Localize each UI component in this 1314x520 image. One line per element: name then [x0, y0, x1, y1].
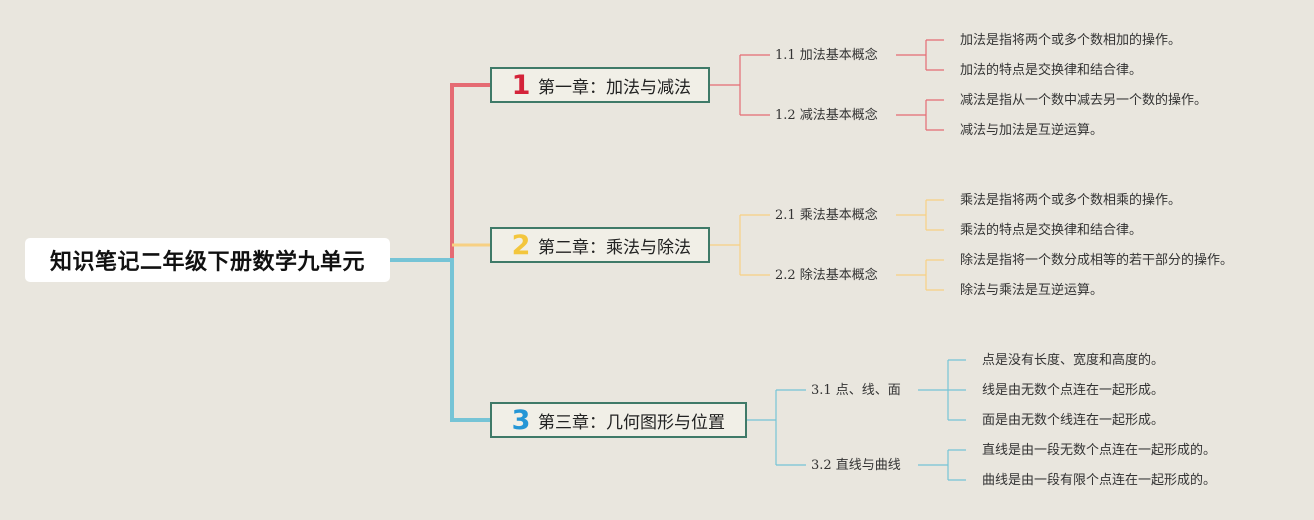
chapter-2-number: 2 [511, 229, 531, 261]
chapter-3-number: 3 [511, 404, 531, 436]
section-3-2: 3.2 直线与曲线 [811, 458, 901, 473]
root-title: 知识笔记二年级下册数学九单元 [25, 238, 390, 282]
leaf-3-1-3: 面是由无数个线连在一起形成。 [982, 413, 1165, 428]
chapter-1-title: 第一章：加法与减法 [538, 77, 691, 98]
chapter-3-title: 第三章：几何图形与位置 [538, 412, 725, 433]
leaf-2-2-1: 除法是指将一个数分成相等的若干部分的操作。 [960, 253, 1234, 268]
leaf-1-2-1: 减法是指从一个数中减去另一个数的操作。 [960, 93, 1208, 108]
chapter-3-box: 3 第三章：几何图形与位置 [490, 402, 747, 438]
chapter-2-title: 第二章：乘法与除法 [538, 237, 691, 258]
chapter-1-box: 1 第一章：加法与减法 [490, 67, 710, 103]
leaf-3-1-1: 点是没有长度、宽度和高度的。 [982, 353, 1165, 368]
leaf-1-1-2: 加法的特点是交换律和结合律。 [960, 63, 1143, 78]
section-1-1: 1.1 加法基本概念 [775, 48, 878, 63]
section-2-1: 2.1 乘法基本概念 [775, 208, 878, 223]
section-2-2: 2.2 除法基本概念 [775, 268, 878, 283]
chapter-2-box: 2 第二章：乘法与除法 [490, 227, 710, 263]
leaf-1-2-2: 减法与加法是互逆运算。 [960, 123, 1104, 138]
section-3-1: 3.1 点、线、面 [811, 383, 901, 398]
leaf-2-1-1: 乘法是指将两个或多个数相乘的操作。 [960, 193, 1182, 208]
section-1-2: 1.2 减法基本概念 [775, 108, 878, 123]
leaf-2-1-2: 乘法的特点是交换律和结合律。 [960, 223, 1143, 238]
leaf-3-1-2: 线是由无数个点连在一起形成。 [982, 383, 1165, 398]
leaf-3-2-1: 直线是由一段无数个点连在一起形成的。 [982, 443, 1217, 458]
leaf-1-1-1: 加法是指将两个或多个数相加的操作。 [960, 33, 1182, 48]
leaf-3-2-2: 曲线是由一段有限个点连在一起形成的。 [982, 473, 1217, 488]
chapter-1-number: 1 [511, 69, 531, 101]
leaf-2-2-2: 除法与乘法是互逆运算。 [960, 283, 1104, 298]
